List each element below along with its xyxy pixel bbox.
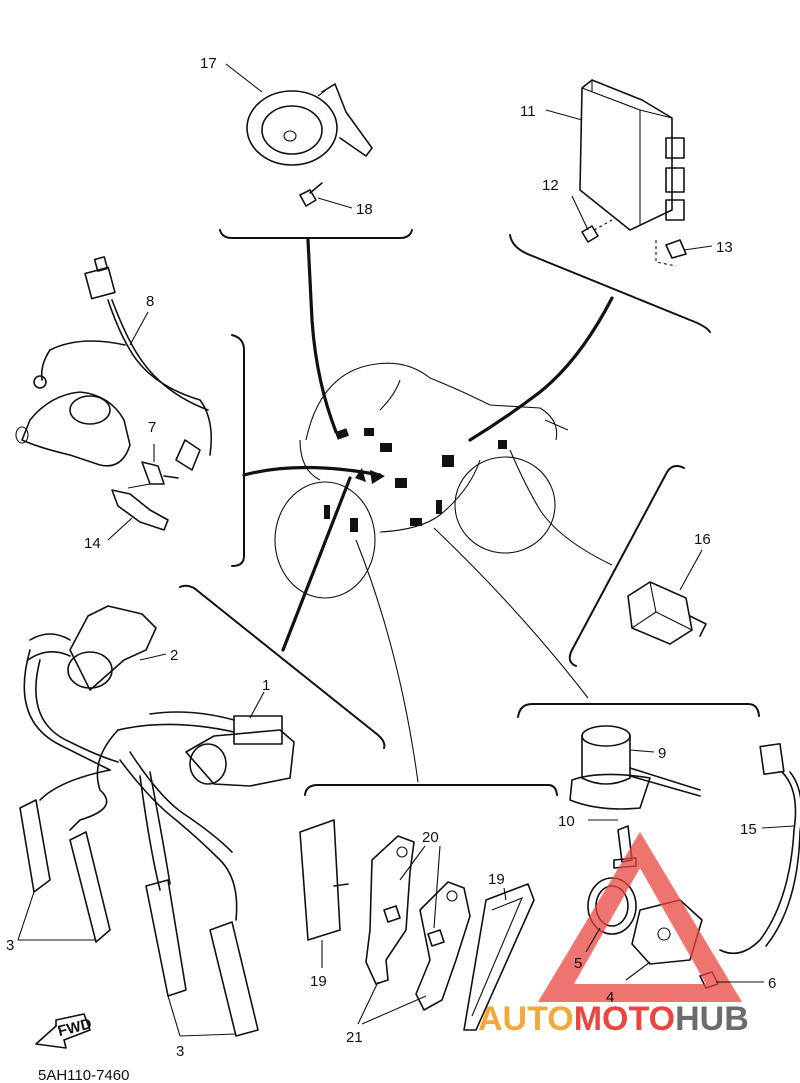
- relay: [627, 581, 707, 645]
- callout-17: 17: [200, 55, 217, 72]
- diagram-code: 5AH110-7460: [38, 1067, 129, 1083]
- callout-leaders: [17, 63, 795, 1037]
- watermark-moto: MOTO: [574, 1000, 675, 1038]
- callout-13: 13: [716, 239, 733, 256]
- bracket-horn: [219, 229, 413, 239]
- switch-7: [141, 461, 179, 485]
- bracket-sensors: [517, 703, 760, 718]
- leader-relay: [509, 449, 613, 566]
- bracket-cdi: [509, 234, 711, 333]
- watermark-auto: AUTO: [478, 1000, 574, 1038]
- callout-1: 1: [262, 677, 270, 694]
- switch-harness: [33, 256, 213, 471]
- callout-19-left: 19: [310, 973, 327, 990]
- callout-19-right: 19: [488, 871, 505, 888]
- callout-12: 12: [542, 177, 559, 194]
- callout-3-left: 3: [6, 937, 14, 954]
- callout-4: 4: [606, 989, 614, 1006]
- callout-15: 15: [740, 821, 757, 838]
- callout-9: 9: [658, 745, 666, 762]
- callout-3-bottom: 3: [176, 1043, 184, 1060]
- sensor-housing: [15, 391, 131, 467]
- reflector-left: [299, 819, 349, 941]
- sensor-9: [569, 725, 701, 810]
- callout-14: 14: [84, 535, 101, 552]
- callout-5: 5: [574, 955, 582, 972]
- spark-plug-caps: [19, 649, 259, 1037]
- cdi-nut: [655, 239, 687, 267]
- watermark: AUTOMOTOHUB: [478, 832, 749, 1038]
- reflector-bracket: [365, 835, 471, 1011]
- watermark-triangle: [538, 832, 742, 1002]
- cdi-screw: [581, 219, 613, 243]
- callout-10: 10: [558, 813, 575, 830]
- leader-reflector: [355, 539, 419, 783]
- cdi-unit: [579, 79, 685, 231]
- callout-7: 7: [148, 419, 156, 436]
- bracket-reflectors: [304, 784, 558, 796]
- sensor-lead-15: [719, 742, 800, 955]
- switch-14: [111, 483, 169, 531]
- horn: [246, 83, 373, 166]
- ignition-coil-1: [117, 711, 295, 787]
- motorcycle-outline: [274, 362, 569, 599]
- callout-20: 20: [422, 829, 439, 846]
- callout-21: 21: [346, 1029, 363, 1046]
- callout-16: 16: [694, 531, 711, 548]
- callout-6: 6: [768, 975, 776, 992]
- reflector-right: [463, 883, 535, 1031]
- leader-horn: [306, 238, 338, 434]
- bracket-relay: [568, 465, 685, 667]
- callout-11: 11: [520, 103, 536, 120]
- horn-bolt: [299, 182, 323, 207]
- ignition-coil-2: [27, 605, 157, 691]
- bracket-coils: [179, 584, 386, 749]
- fwd-arrow: FWD: [35, 1013, 94, 1049]
- svg-text:AUTOMOTOHUB: AUTOMOTOHUB: [478, 1000, 749, 1038]
- callout-2: 2: [170, 647, 178, 664]
- callout-18: 18: [356, 201, 373, 218]
- watermark-hub: HUB: [675, 1000, 749, 1038]
- bracket-switches: [231, 334, 245, 567]
- leader-cdi: [468, 296, 614, 442]
- leader-coils: [281, 476, 352, 652]
- callout-8: 8: [146, 293, 154, 310]
- leader-sensor: [433, 527, 589, 699]
